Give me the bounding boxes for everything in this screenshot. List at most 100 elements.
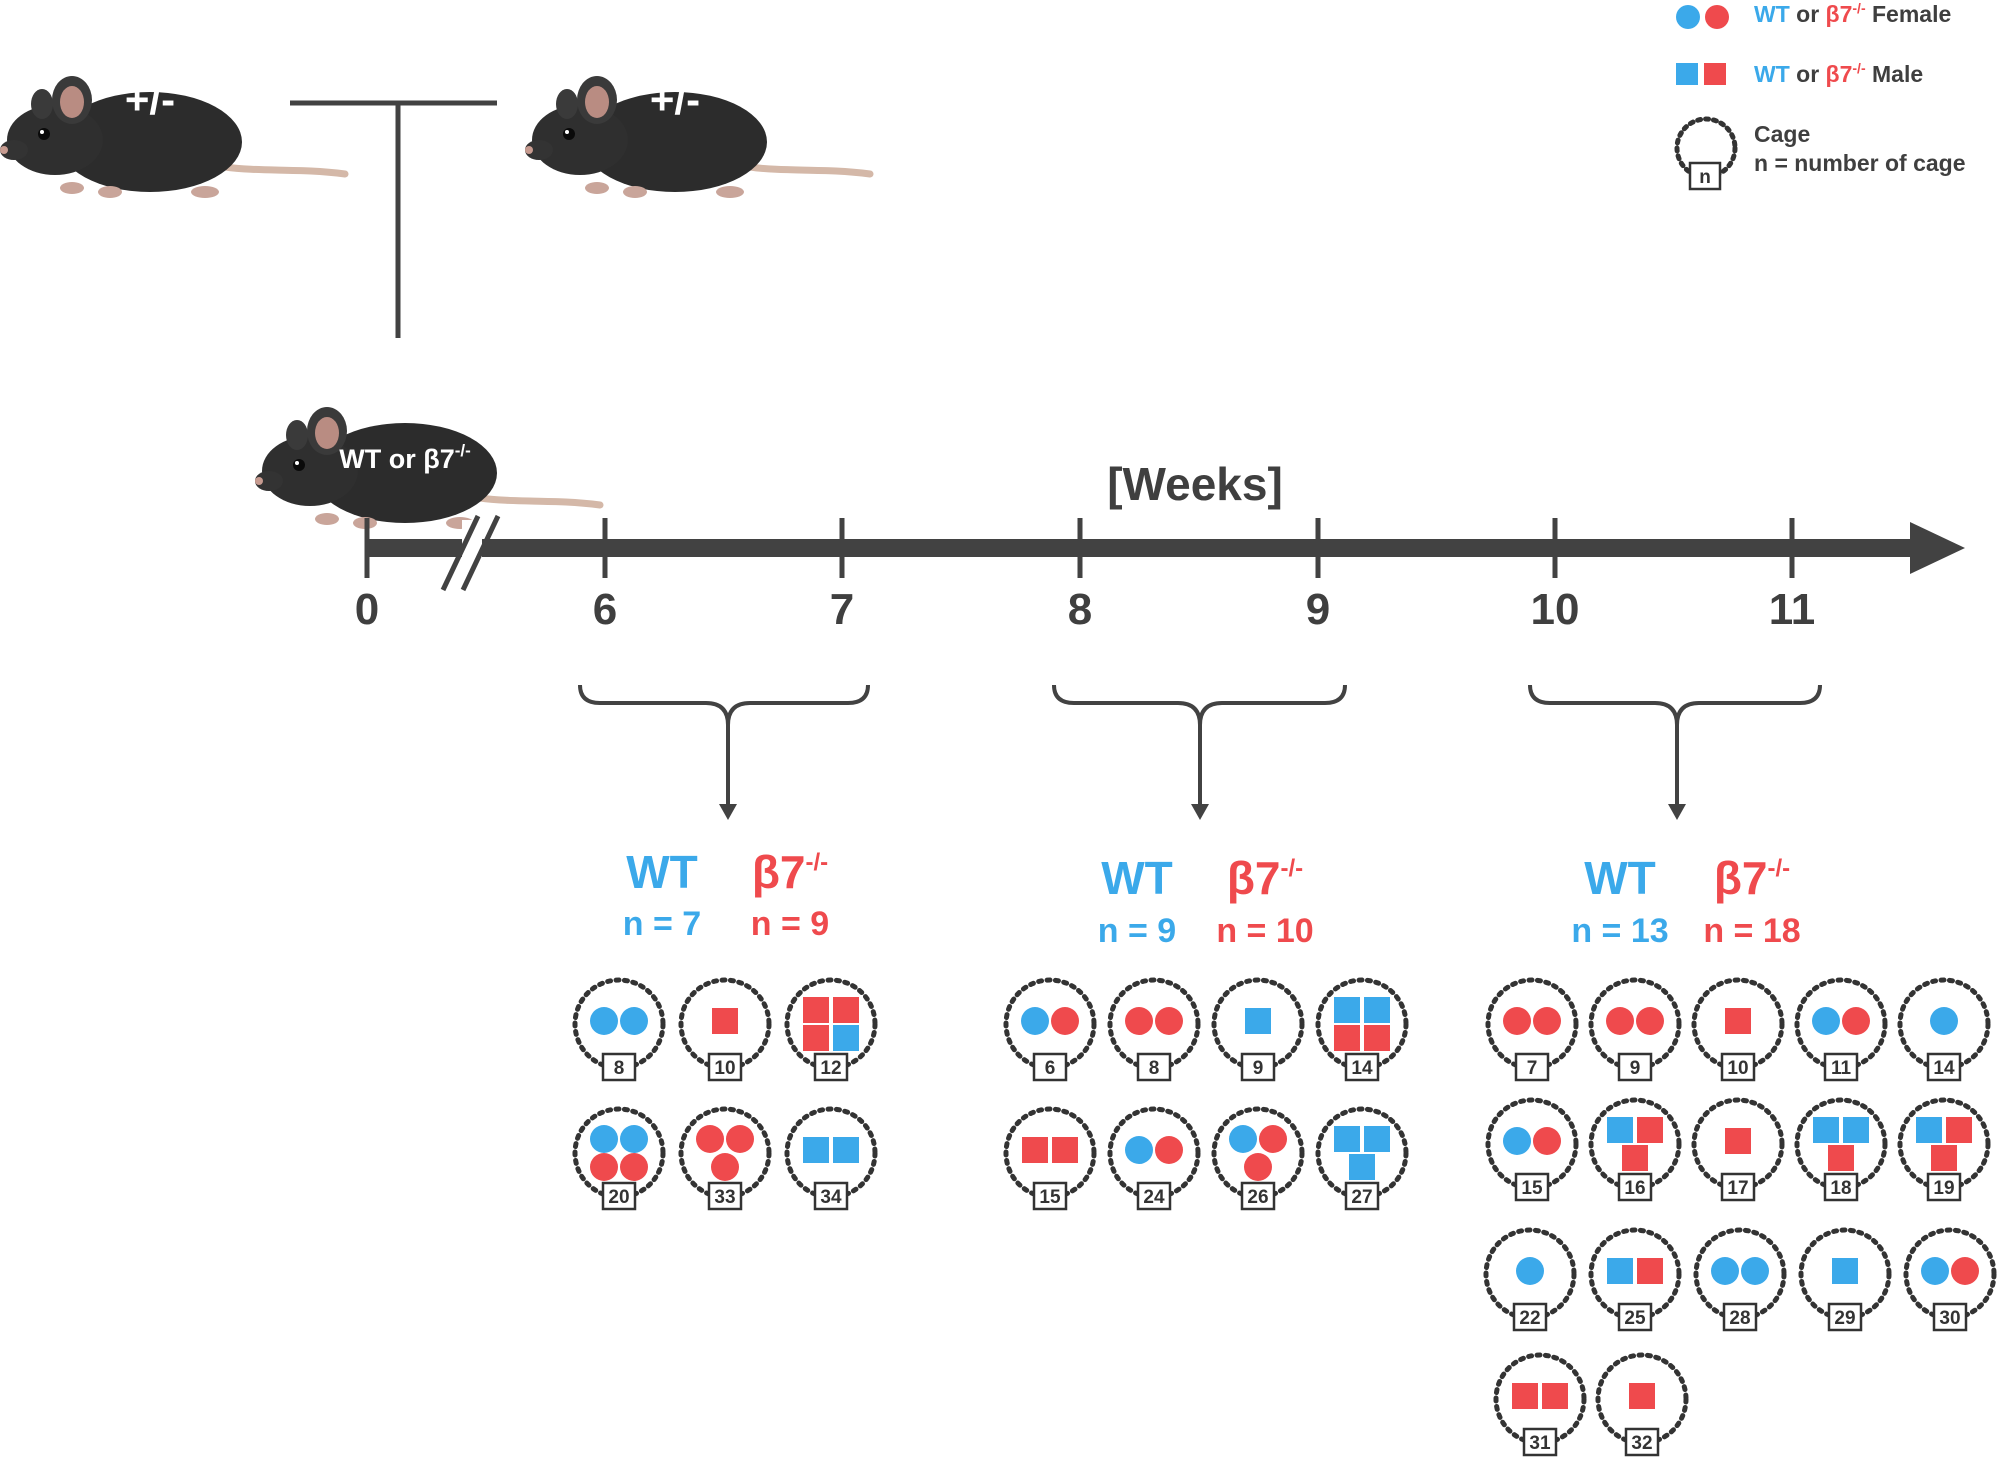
cage: 19 <box>1897 1097 1991 1202</box>
cage-number-box <box>1514 1052 1550 1082</box>
ko-male-square <box>1052 1137 1078 1163</box>
ko-male-square <box>1622 1145 1648 1171</box>
cage: 12 <box>784 977 878 1082</box>
cage-number-box <box>1823 1172 1859 1202</box>
ko-female-circle <box>1636 1007 1664 1035</box>
cage-number-box <box>707 1052 743 1082</box>
legend-female-wt: WT <box>1754 1 1790 27</box>
cage-number: 12 <box>820 1058 841 1079</box>
wt-female-circle <box>1503 1127 1531 1155</box>
timeline-axis <box>367 514 1965 592</box>
cage-number: 18 <box>1830 1178 1851 1199</box>
ko-female-circle <box>1051 1007 1079 1035</box>
ko-female-circle <box>1606 1007 1634 1035</box>
group-ko-count: n = 10 <box>1216 912 1313 950</box>
parent-left-genotype: +/- <box>125 76 175 123</box>
cage-number-box <box>1240 1181 1276 1211</box>
legend-male-text: WT or β7-/- Male <box>1754 60 1923 87</box>
legend-male: WT or β7-/- Male <box>1676 60 1923 87</box>
legend-ko-male-square <box>1704 63 1726 85</box>
wt-male-square <box>1916 1117 1942 1143</box>
wt-female-circle <box>1930 1007 1958 1035</box>
wt-male-square <box>833 1025 859 1051</box>
legend-wt-male-square <box>1676 63 1698 85</box>
ko-male-square <box>1931 1145 1957 1171</box>
wt-male-square <box>1843 1117 1869 1143</box>
cage-number-box <box>1932 1302 1968 1332</box>
cage-number: 8 <box>614 1058 625 1079</box>
ko-male-square <box>1725 1008 1751 1034</box>
cage-number: 15 <box>1039 1187 1061 1208</box>
brace-2 <box>1052 684 1347 805</box>
legend-female-sup: -/- <box>1852 0 1866 16</box>
cage-number: 25 <box>1624 1308 1646 1329</box>
legend-male-suffix: Male <box>1866 61 1924 87</box>
ko-male-square <box>1637 1117 1663 1143</box>
group-ko-label: β7-/- <box>1714 852 1790 904</box>
cage-number-box <box>1512 1302 1548 1332</box>
cage-number-box <box>1240 1052 1276 1082</box>
legend-ko-female-circle <box>1705 5 1729 29</box>
wt-male-square <box>1245 1008 1271 1034</box>
timeline-arrowhead <box>1910 522 1965 574</box>
tick-label-8: 8 <box>1068 585 1092 634</box>
group-ko-label-text: β7 <box>1227 852 1281 904</box>
cage-number-box <box>1617 1302 1653 1332</box>
group-braces <box>578 684 1822 820</box>
wt-male-square <box>1832 1258 1858 1284</box>
wt-female-circle <box>1741 1257 1769 1285</box>
group-ko-label: β7-/- <box>1227 852 1303 904</box>
group-wt-count: n = 13 <box>1571 912 1668 950</box>
cage: 8 <box>572 977 666 1082</box>
cage-number: 9 <box>1630 1058 1641 1079</box>
cage-number: 24 <box>1143 1187 1165 1208</box>
offspring-label-sup: -/- <box>455 441 471 460</box>
ko-female-circle <box>1951 1257 1979 1285</box>
ko-female-circle <box>1842 1007 1870 1035</box>
ko-male-square <box>1629 1383 1655 1409</box>
cage: 14 <box>1315 977 1409 1082</box>
legend-female-or: or <box>1790 1 1826 27</box>
cage: 9 <box>1211 977 1305 1082</box>
cage-number: 10 <box>714 1058 735 1079</box>
ko-male-square <box>1334 1025 1360 1051</box>
cage-number-box <box>1617 1172 1653 1202</box>
cage: 14 <box>1897 977 1991 1082</box>
brace-1 <box>578 684 870 805</box>
brace-arrowhead-1 <box>719 804 737 820</box>
ko-male-square <box>1542 1383 1568 1409</box>
cage: 27 <box>1315 1106 1409 1211</box>
ko-female-circle <box>1244 1153 1272 1181</box>
cage: 29 <box>1798 1227 1892 1332</box>
tick-label-10: 10 <box>1531 585 1580 634</box>
ko-female-circle <box>1125 1007 1153 1035</box>
cage-number-box <box>1823 1052 1859 1082</box>
legend-female-suffix: Female <box>1866 1 1952 27</box>
ko-male-square <box>1637 1258 1663 1284</box>
group-ko-label-sup: -/- <box>806 849 829 876</box>
ko-female-circle <box>1533 1127 1561 1155</box>
cage-number-box <box>813 1052 849 1082</box>
legend-wt-female-circle <box>1676 5 1700 29</box>
cage-number-box <box>1722 1302 1758 1332</box>
cage-number: 10 <box>1727 1058 1748 1079</box>
cage-number: 9 <box>1253 1058 1264 1079</box>
cage-number-box <box>813 1181 849 1211</box>
wt-male-square <box>1607 1117 1633 1143</box>
cage-number: 14 <box>1351 1058 1373 1079</box>
group-ko-label-sup: -/- <box>1768 855 1791 882</box>
cage-number-box <box>1344 1181 1380 1211</box>
offspring-label-prefix: WT or β7 <box>339 444 454 474</box>
cage: 33 <box>678 1106 772 1211</box>
wt-male-square <box>1334 997 1360 1023</box>
cage-number: 20 <box>608 1187 629 1208</box>
cage-number: 22 <box>1519 1308 1540 1329</box>
group-wt-label: WT <box>626 846 698 898</box>
cage: 20 <box>572 1106 666 1211</box>
cage: 26 <box>1211 1106 1305 1211</box>
legend-cage-number-box <box>1688 161 1722 191</box>
